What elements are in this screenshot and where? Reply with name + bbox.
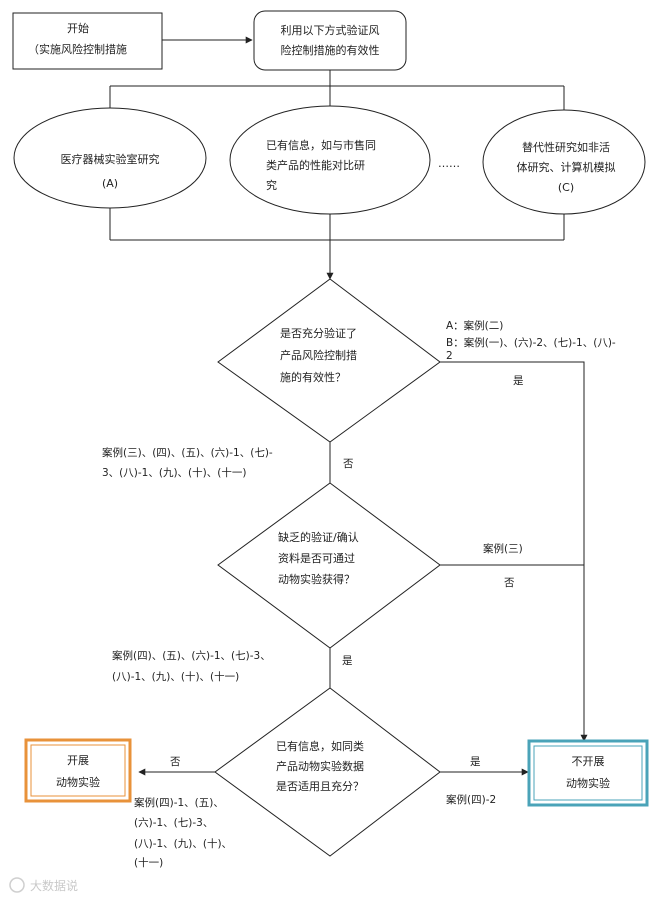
decision2-label: 缺乏的验证/确认 资料是否可通过 动物实验获得？: [278, 530, 359, 586]
method-a-line-2: (A): [102, 177, 118, 190]
decision3-no-label: 否: [170, 756, 181, 768]
decision2-line-2: 资料是否可通过: [278, 551, 355, 565]
watermark-logo-icon: [9, 877, 25, 893]
no-test-box-inner: [533, 745, 643, 801]
method-b-line-2: 类产品的性能对比研: [266, 158, 365, 172]
start-line-1: 开始: [67, 21, 89, 35]
no-test-box-outer: [527, 739, 649, 807]
no-test-line-1: 不开展: [572, 755, 605, 768]
decision3-yes-label: 是: [470, 756, 481, 768]
decision1-note-line-3: 2: [446, 350, 453, 362]
decision2-no-label: 否: [504, 577, 515, 589]
no-test-label: 不开展 动物实验: [566, 755, 610, 790]
method-b-line-1: 已有信息，如与市售同: [266, 138, 376, 152]
decision3-cases-line-2: (六)-1、(七)-3、: [134, 817, 213, 829]
start-line-2: （实施风险控制措施: [28, 42, 127, 56]
decision1-cases: 案例(三)、(四)、(五)、(六)-1、(七)- 3、(八)-1、(九)、(十)…: [102, 446, 273, 479]
decision3-label: 已有信息，如同类 产品动物实验数据 是否适用且充分？: [276, 739, 364, 793]
do-test-box-outer: [24, 738, 132, 803]
decision3-line-1: 已有信息，如同类: [276, 739, 364, 753]
method-a-line-1: 医疗器械实验室研究: [61, 152, 160, 166]
start-label: 开始 （实施风险控制措施: [28, 21, 127, 56]
method-b-ellipse: [229, 105, 431, 215]
verify-box: [253, 10, 407, 71]
decision3-diamond: [214, 687, 441, 857]
decision1-note-line-1: A：案例(二): [446, 319, 503, 332]
decision3-cases: 案例(四)-1、(五)、 (六)-1、(七)-3、 (八)-1、(九)、(十)、…: [134, 796, 232, 869]
decision3-yes-case: 案例(四)-2: [446, 793, 496, 806]
method-c-label: 替代性研究如非活 体研究、计算机模拟 (C): [517, 140, 616, 194]
start-box: [12, 12, 163, 70]
decision3-cases-line-3: (八)-1、(九)、(十)、: [134, 837, 232, 850]
method-a-ellipse: [13, 107, 207, 209]
decision1-cases-line-2: 3、(八)-1、(九)、(十)、(十一): [102, 466, 246, 479]
decision2-cases-line-1: 案例(四)、(五)、(六)-1、(七)-3、: [112, 649, 271, 662]
decision1-note-line-2: B：案例(一)、(六)-2、(七)-1、(八)-: [446, 336, 616, 349]
watermark-text: 大数据说: [30, 878, 78, 893]
decision3-line-3: 是否适用且充分？: [276, 779, 364, 793]
decision1-cases-line-1: 案例(三)、(四)、(五)、(六)-1、(七)-: [102, 446, 273, 459]
do-test-line-1: 开展: [67, 754, 89, 767]
method-c-ellipse: [482, 109, 646, 215]
method-c-line-3: (C): [558, 181, 574, 194]
do-test-label: 开展 动物实验: [56, 754, 100, 789]
verify-line-2: 险控制措施的有效性: [281, 43, 380, 57]
decision1-note: A：案例(二) B：案例(一)、(六)-2、(七)-1、(八)- 2: [446, 319, 616, 362]
decision2-case-label: 案例(三): [483, 542, 523, 555]
method-c-line-2: 体研究、计算机模拟: [517, 160, 616, 174]
do-test-box-inner: [30, 744, 126, 797]
verify-label: 利用以下方式验证风 险控制措施的有效性: [281, 23, 380, 57]
decision2-diamond: [217, 482, 441, 649]
method-a-label: 医疗器械实验室研究 (A): [61, 152, 160, 190]
decision3-cases-line-4: (十一): [134, 856, 163, 869]
method-b-label: 已有信息，如与市售同 类产品的性能对比研 究: [266, 138, 376, 192]
decision2-cases: 案例(四)、(五)、(六)-1、(七)-3、 (八)-1、(九)、(十)、(十一…: [112, 649, 271, 683]
verify-line-1: 利用以下方式验证风: [281, 23, 380, 37]
decision3-cases-line-1: 案例(四)-1、(五)、: [134, 796, 224, 809]
ellipsis-more-methods: ……: [438, 157, 460, 170]
connector-decision1-yes: [440, 361, 588, 742]
do-test-line-2: 动物实验: [56, 775, 100, 789]
decision1-yes-label: 是: [513, 375, 524, 387]
decision3-line-2: 产品动物实验数据: [276, 759, 364, 773]
decision1-label: 是否充分验证了 产品风险控制措 施的有效性？: [280, 326, 357, 384]
decision2-line-1: 缺乏的验证/确认: [278, 530, 359, 544]
watermark: 大数据说: [9, 877, 78, 893]
no-test-line-2: 动物实验: [566, 776, 610, 790]
decision1-no-label: 否: [343, 458, 354, 470]
decision1-line-2: 产品风险控制措: [280, 348, 357, 362]
method-c-line-1: 替代性研究如非活: [522, 140, 610, 154]
decision2-cases-line-2: (八)-1、(九)、(十)、(十一): [112, 670, 239, 683]
method-b-line-3: 究: [266, 178, 277, 192]
decision2-yes-label: 是: [342, 655, 353, 667]
decision1-line-1: 是否充分验证了: [280, 326, 357, 340]
decision1-diamond: [217, 278, 441, 443]
decision2-line-3: 动物实验获得？: [278, 572, 355, 586]
decision1-line-3: 施的有效性？: [280, 370, 346, 384]
